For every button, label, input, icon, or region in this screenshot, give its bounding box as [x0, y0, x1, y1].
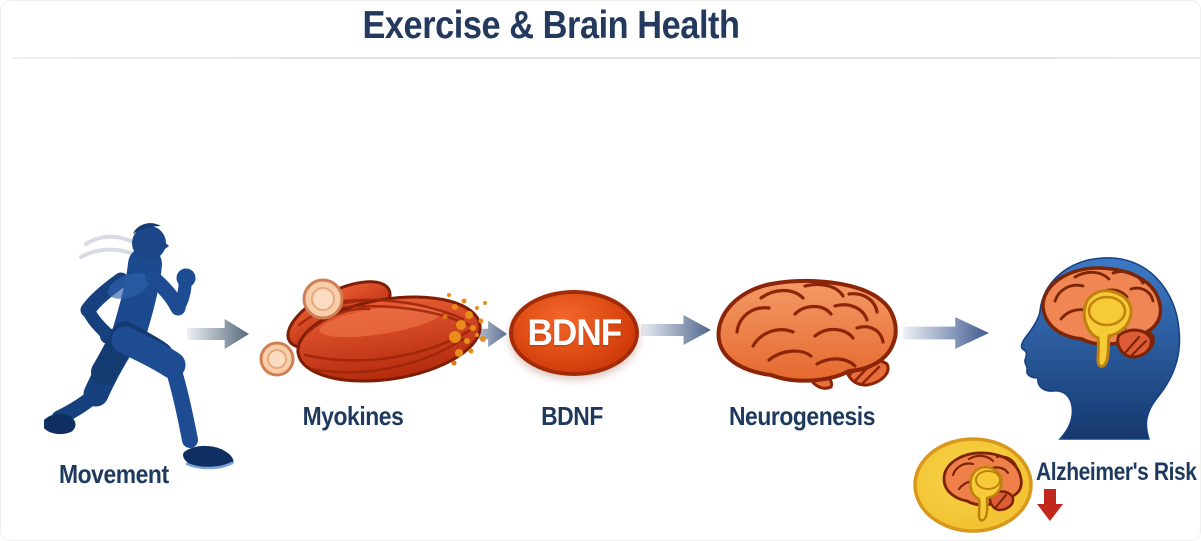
red-down-arrow-icon [1037, 489, 1063, 521]
page-title: Exercise & Brain Health [362, 4, 740, 47]
step-label-bdnf: BDNF [541, 401, 603, 431]
step-label-neurogenesis: Neurogenesis [728, 401, 876, 431]
brain-icon [709, 272, 904, 404]
title-divider [13, 57, 1200, 59]
step-label-myokines: Myokines [302, 401, 404, 431]
flow-arrow-icon [187, 317, 249, 351]
runner-icon [41, 214, 246, 486]
muscle-icon [259, 273, 509, 403]
bdnf-badge: BDNF [509, 290, 639, 376]
flow-arrow-icon [641, 313, 711, 347]
flow-arrow-icon [459, 319, 507, 349]
head-with-brain-icon [997, 253, 1189, 443]
bdnf-badge-text: BDNF [527, 312, 622, 353]
step-label-movement: Movement [59, 459, 169, 489]
flow-arrow-icon [903, 315, 989, 351]
brain-in-oval-icon [911, 435, 1035, 535]
outcome-label-alzheimers-risk: Alzheimer's Risk [1036, 458, 1197, 486]
myokine-particles [442, 293, 487, 366]
